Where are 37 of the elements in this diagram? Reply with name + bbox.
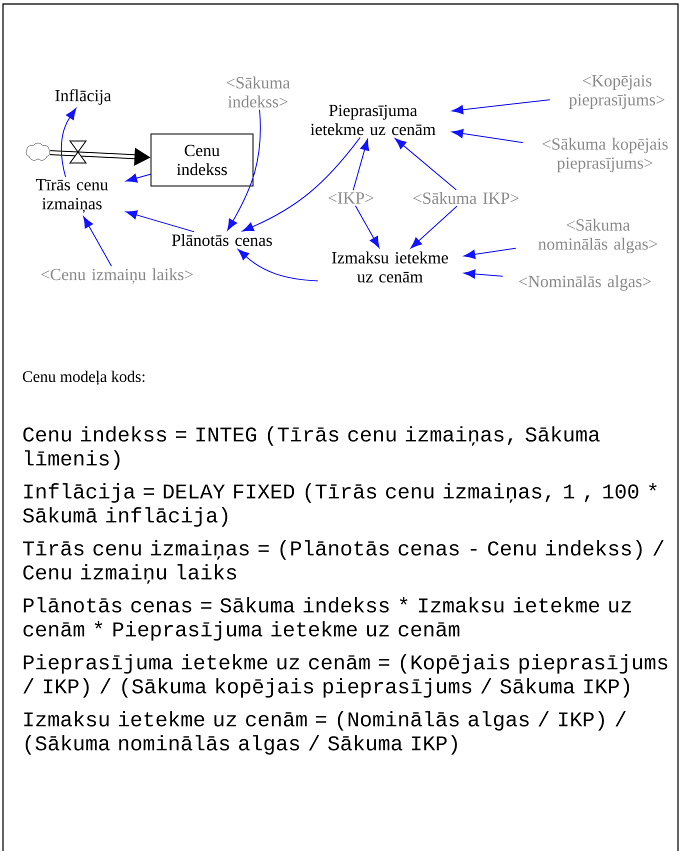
arrow [464,269,504,279]
shadow-variable: <Nominālās algas> [519,275,651,291]
arrow [83,216,112,267]
rate-label: Tīrās cenu izmaiņas [36,179,108,213]
shadow-variable: <Sākuma kopējais pieprasījums> [542,138,668,172]
arrow [452,128,524,144]
variable-label: Izmaksu ietekme uz cenām [332,252,448,282]
arrow [452,99,550,114]
shadow-variable: <IKP> [328,192,374,204]
code-line: Pieprasījuma ietekme uz cenām = (Kopējais pieprasījums / IKP) / (Sākuma kopējais pieprasījums / Sākuma IKP) [23,654,668,698]
variable-label: Plānotās cenas [172,234,272,246]
shadow-variable: <Cenu izmaiņu laiks> [41,268,193,284]
shadow-variable: <Sākuma nominālās algas> [538,218,658,254]
arrow [126,210,195,232]
code-line: Plānotās cenas = Sākuma indekss * Izmaksu ietekme uz cenām * Pieprasījuma ietekme uz cenām [24,597,631,641]
code-line: Tīrās cenu izmaiņas = (Plānotās cenas - Cenu indekss) / Cenu izmaiņu laiks [22,540,664,584]
stock-box: Cenu indekss [150,134,254,186]
code-line: Cenu indekss = INTEG (Tīrās cenu izmaiņas, Sākuma līmenis) [23,426,600,470]
arrow [238,249,318,282]
shadow-variable: <Kopējais pieprasījums> [569,75,664,109]
shadow-variable: <Sākuma indekss> [226,76,290,108]
code-line: Izmaksu ietekme uz cenām = (Nominālās algas / IKP) / (Sākuma nominālās algas / Sākuma IKP) [24,711,626,755]
variable-label: Pieprasījuma ietekme uz cenām [310,104,436,136]
arrow [227,109,261,231]
code-line: Inflācija = DELAY FIXED (Tīrās cenu izmaiņas, 1 , 100 * Sākumā inflācija) [23,483,657,527]
cloud-symbol [26,142,50,160]
arrow [60,108,76,178]
arrow [410,206,458,248]
variable-label: Inflācija [55,89,112,105]
arrow [352,138,370,191]
arrow [126,174,151,183]
arrow [354,205,380,248]
arrow [464,248,516,259]
arrow [242,136,361,232]
shadow-variable: <Sākuma IKP> [413,192,519,204]
arrow [394,138,457,190]
heading: Cenu modeļa kods: [22,370,144,386]
